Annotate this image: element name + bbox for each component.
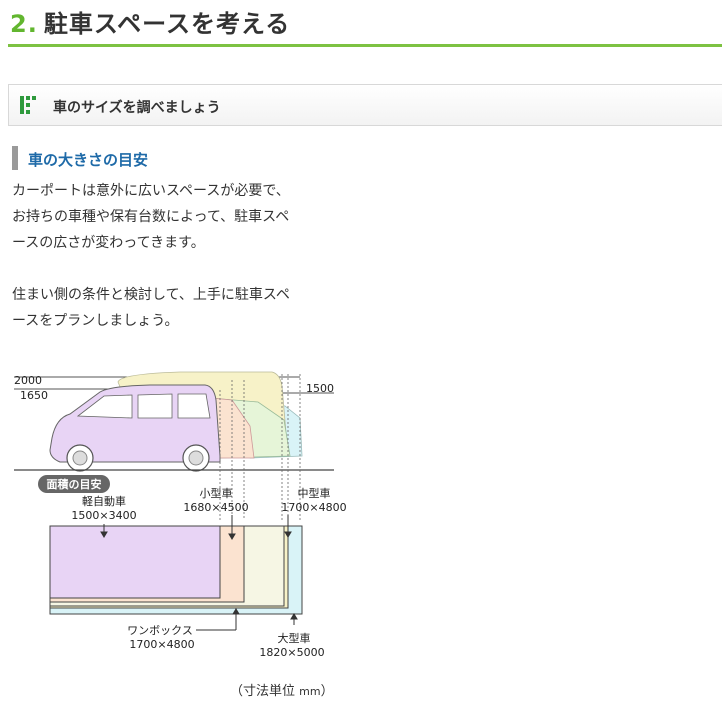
car-size-medium: 1700×4800: [281, 501, 346, 514]
dotted-guides: [219, 374, 301, 520]
unit-caption-unit: mm: [299, 685, 321, 698]
unit-caption-prefix: （寸法単位: [230, 684, 296, 699]
section-title: 車の大きさの目安: [28, 151, 149, 169]
title-divider: [8, 44, 722, 47]
footprint-kei: [49, 525, 221, 599]
window-mid: [137, 393, 173, 419]
section-marker: [12, 146, 18, 170]
area-badge: [38, 475, 110, 493]
unit-caption: （寸法単位 mm）: [230, 680, 334, 699]
car-name-kei: 軽自動車: [82, 494, 126, 508]
page-title: 2.駐車スペースを考える: [10, 4, 290, 38]
window-rear: [177, 393, 211, 419]
window-front: [76, 394, 133, 419]
car-size-kei: 1500×3400: [71, 509, 136, 522]
height-label-1650: 1650: [20, 389, 48, 402]
paragraph-1-line: カーポートは意外に広いスペースが必要で、: [12, 183, 290, 199]
height-label-2000: 2000: [14, 374, 42, 387]
area-badge-label: 面積の目安: [47, 477, 102, 491]
car-size-small: 1680×4500: [183, 501, 248, 514]
page-title-text: 駐車スペースを考える: [43, 10, 291, 38]
wheel-front-hub: [72, 450, 88, 466]
car-name-small: 小型車: [200, 486, 233, 500]
paragraph-1-line: ースの広さが変わってきます。: [12, 235, 205, 251]
subsection-header: 車のサイズを調べましょう: [8, 84, 722, 126]
car-size-large: 1820×5000: [259, 646, 324, 659]
paragraph-2-line: ースをプランしましょう。: [12, 313, 179, 329]
paragraph-1: カーポートは意外に広いスペースが必要で、 お持ちの車種や保有台数によって、駐車ス…: [12, 178, 290, 256]
list-icon: [20, 96, 36, 114]
car-size-onebox: 1700×4800: [129, 638, 194, 651]
car-name-large: 大型車: [278, 631, 311, 645]
car-name-medium: 中型車: [298, 486, 331, 500]
car-size-diagram: 2000 1650 1500 面積の目安 軽自動車 1500×3400 小型車 …: [14, 371, 347, 659]
wheel-rear-hub: [188, 450, 204, 466]
unit-caption-suffix: ）: [320, 684, 334, 699]
paragraph-2-line: 住まい側の条件と検討して、上手に駐車スペ: [12, 287, 290, 303]
height-label-1500: 1500: [306, 382, 334, 395]
pointer-arrows: [100, 515, 298, 631]
paragraph-1-line: お持ちの車種や保有台数によって、駐車スペ: [12, 209, 290, 225]
subsection-title: 車のサイズを調べましょう: [53, 100, 221, 116]
page-title-number: 2.: [10, 10, 38, 38]
car-name-onebox: ワンボックス: [127, 624, 193, 637]
paragraph-2: 住まい側の条件と検討して、上手に駐車スペ ースをプランしましょう。: [12, 282, 290, 334]
car-silhouette-kei: [49, 384, 221, 463]
